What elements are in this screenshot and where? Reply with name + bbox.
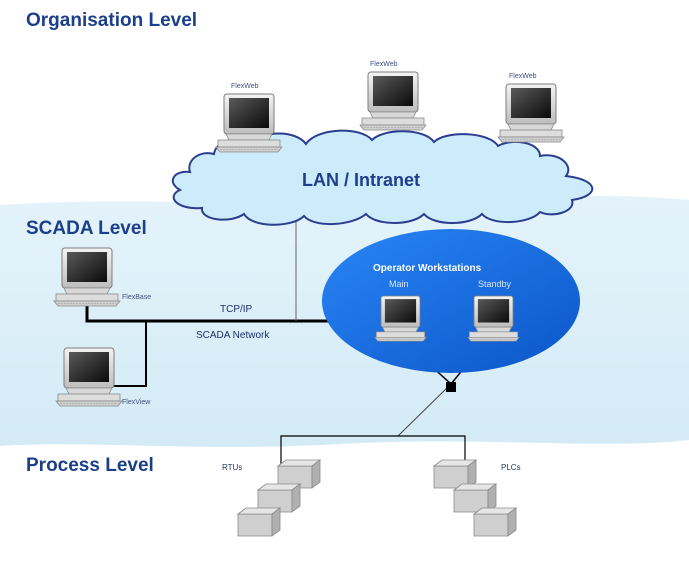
flexweb-label-1: FlexWeb bbox=[231, 83, 259, 90]
flexweb-workstation-3[interactable] bbox=[497, 83, 565, 143]
rtus-label: RTUs bbox=[222, 463, 243, 472]
flexbase-workstation[interactable] bbox=[53, 247, 121, 307]
operator-workstations-ellipse bbox=[322, 229, 580, 373]
plcs-label: PLCs bbox=[501, 463, 521, 472]
organisation-level-title: Organisation Level bbox=[26, 10, 198, 31]
flexweb-workstation-1[interactable] bbox=[215, 93, 283, 153]
standby-operator-workstation[interactable] bbox=[467, 295, 520, 342]
tcp-ip-label: TCP/IP bbox=[220, 304, 253, 315]
network-hub bbox=[446, 382, 456, 392]
standby-workstation-label: Standby bbox=[478, 279, 512, 289]
lan-intranet-label: LAN / Intranet bbox=[302, 170, 421, 190]
flexview-workstation[interactable] bbox=[55, 347, 123, 407]
flexweb-label-2: FlexWeb bbox=[370, 61, 398, 68]
flexbase-label: FlexBase bbox=[122, 294, 152, 301]
rtu-device-3[interactable] bbox=[237, 507, 281, 537]
flexweb-label-3: FlexWeb bbox=[509, 73, 537, 80]
main-operator-workstation[interactable] bbox=[374, 295, 427, 342]
plc-device-3[interactable] bbox=[473, 507, 517, 537]
process-level-title: Process Level bbox=[26, 455, 154, 476]
operator-workstations-title: Operator Workstations bbox=[373, 263, 482, 274]
scada-level-title: SCADA Level bbox=[26, 218, 147, 239]
flexweb-workstation-2[interactable] bbox=[359, 71, 427, 131]
lan-intranet-cloud[interactable] bbox=[171, 129, 594, 226]
scada-network-label: SCADA Network bbox=[196, 330, 270, 341]
main-workstation-label: Main bbox=[389, 279, 409, 289]
flexview-label: FlexView bbox=[122, 399, 151, 406]
